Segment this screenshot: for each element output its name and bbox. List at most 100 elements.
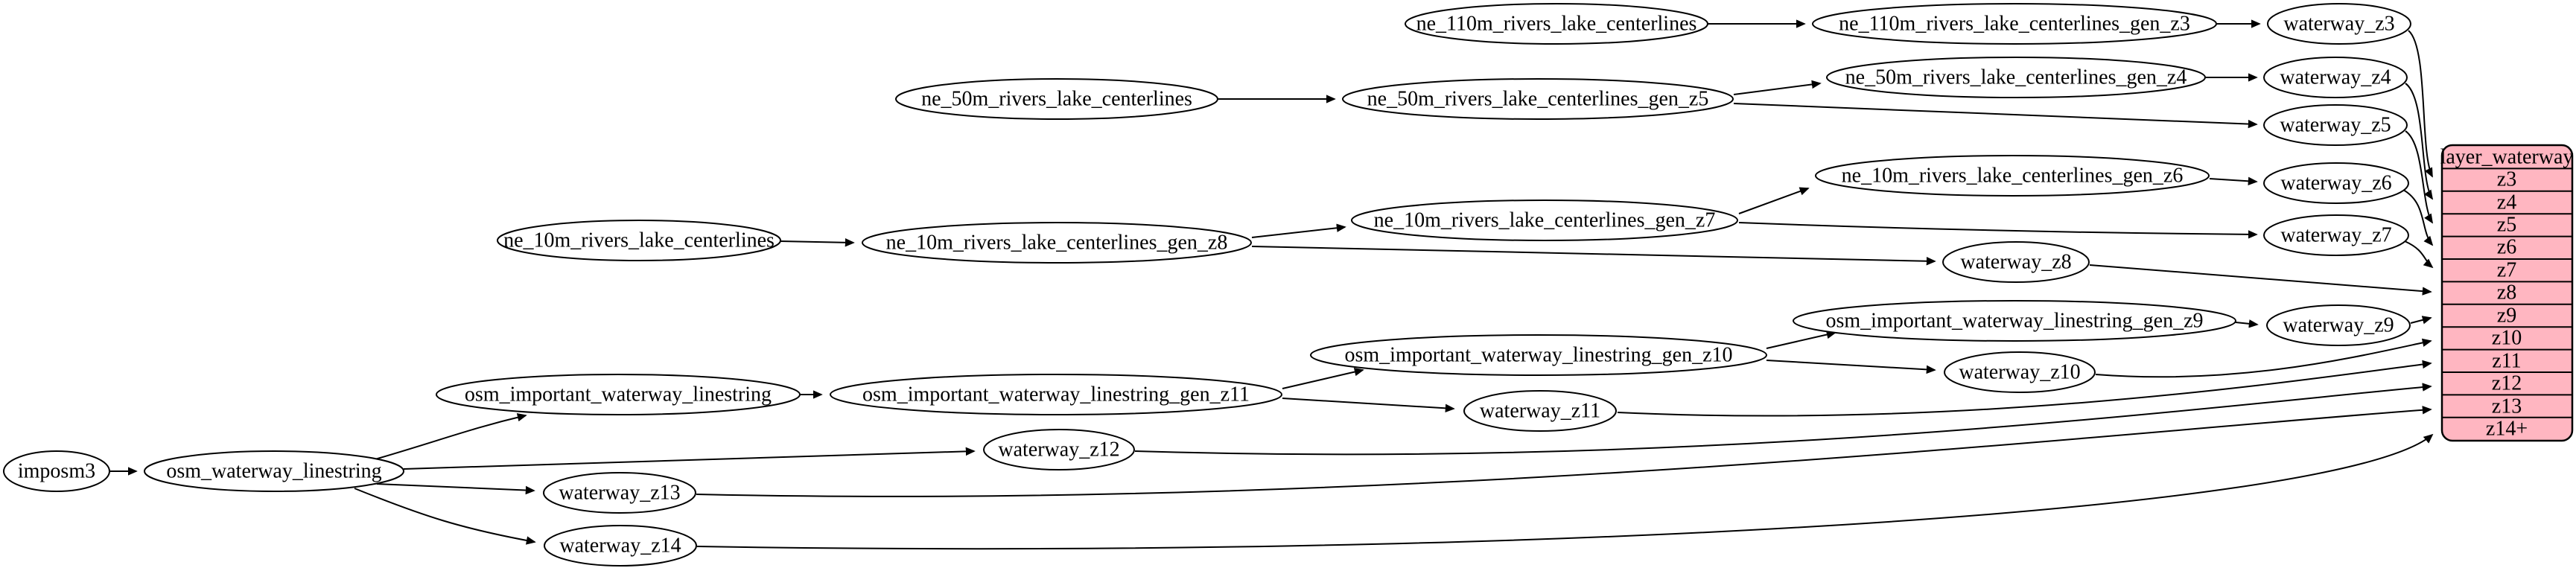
- node-ne_10m_rivers_lake_centerlines_gen_z8: ne_10m_rivers_lake_centerlines_gen_z8: [862, 222, 1252, 264]
- node-waterway_z14: waterway_z14: [544, 525, 697, 567]
- node-waterway_z6-shape: [2263, 162, 2409, 204]
- node-waterway_z13: waterway_z13: [543, 472, 696, 514]
- node-ne_10m_rivers_lake_centerlines_gen_z7: ne_10m_rivers_lake_centerlines_gen_z7: [1351, 200, 1738, 241]
- edge-waterway_z4-to-row-z4: [2405, 83, 2434, 200]
- node-osm_important_waterway_linestring_gen_z11: osm_important_waterway_linestring_gen_z1…: [830, 374, 1282, 415]
- table-row-z12: z12: [2492, 372, 2522, 395]
- table-row-z4: z4: [2497, 191, 2516, 214]
- node-ne_10m_gen_z8-label: ne_10m_rivers_lake_centerlines_gen_z8: [886, 232, 1228, 255]
- edge-gen_z9-to-waterway_z9: [2235, 319, 2259, 328]
- layer-waterway-table-title: layer_waterway: [2440, 146, 2574, 169]
- edge-waterway_z11-to-row-z11: [1617, 360, 2432, 417]
- edge-gen_z11-to-gen_z10: [1282, 367, 1364, 389]
- node-waterway_z4: waterway_z4: [2263, 57, 2408, 98]
- node-waterway_z11: waterway_z11: [1463, 390, 1617, 432]
- node-waterway_z9-label: waterway_z9: [2283, 314, 2394, 337]
- node-ne_50m_rivers_lake_centerlines: ne_50m_rivers_lake_centerlines: [895, 78, 1218, 120]
- edge-waterway_z12-to-row-z12: [1134, 383, 2432, 456]
- node-gen_z9-shape: [1793, 300, 2236, 342]
- table-row-z14plus: z14+: [2486, 418, 2528, 441]
- edge-gen_z10-to-waterway_z10: [1766, 360, 1936, 374]
- node-waterway_z13-label: waterway_z13: [559, 482, 680, 505]
- node-osm_important_waterway_linestring_gen_z10: osm_important_waterway_linestring_gen_z1…: [1310, 334, 1767, 376]
- node-waterway_z12-label: waterway_z12: [998, 438, 1119, 462]
- node-osm_important-shape: [436, 374, 801, 415]
- node-ne_110m_gen_z3-label: ne_110m_rivers_lake_centerlines_gen_z3: [1839, 13, 2190, 36]
- edge-waterway_z8-to-row-z8: [2089, 264, 2432, 296]
- layer-waterway-table-frame: [2440, 144, 2574, 442]
- node-waterway_z12-shape: [983, 429, 1135, 470]
- node-ne_10m_rivers_lake_centerlines_gen_z6: ne_10m_rivers_lake_centerlines_gen_z6: [1815, 155, 2210, 197]
- node-osm_important_waterway_linestring: osm_important_waterway_linestring: [436, 374, 801, 415]
- node-ne_50m-label: ne_50m_rivers_lake_centerlines: [921, 88, 1192, 111]
- node-waterway_z6: waterway_z6: [2263, 162, 2409, 204]
- edge-gen_z11-to-waterway_z11: [1282, 398, 1455, 413]
- node-waterway_z7: waterway_z7: [2263, 214, 2409, 256]
- node-imposm3: imposm3: [3, 450, 110, 492]
- edge-gen_z8-to-waterway_z8: [1251, 246, 1936, 266]
- edge-gen_z8-to-gen_z7: [1251, 223, 1346, 238]
- table-row-z10: z10: [2492, 327, 2522, 350]
- edge-ne_10m-to-gen_z8: [780, 238, 855, 247]
- node-waterway_z3-label: waterway_z3: [2283, 13, 2394, 36]
- node-ne_50m_rivers_lake_centerlines_gen_z4: ne_50m_rivers_lake_centerlines_gen_z4: [1826, 57, 2206, 98]
- node-ne_50m_gen_z4-label: ne_50m_rivers_lake_centerlines_gen_z4: [1845, 66, 2187, 89]
- node-gen_z10-shape: [1310, 334, 1767, 376]
- node-gen_z9-label: osm_important_waterway_linestring_gen_z9: [1826, 310, 2204, 333]
- edge-waterway_z5-to-row-z5: [2405, 130, 2433, 224]
- node-osm_waterway_linestring-label: osm_waterway_linestring: [166, 460, 381, 483]
- edge-waterway_z3-to-row-z3: [2408, 30, 2433, 178]
- node-waterway_z7-label: waterway_z7: [2280, 224, 2391, 247]
- edge-gen_z7-to-waterway_z7: [1738, 222, 2258, 239]
- node-waterway_z6-label: waterway_z6: [2280, 172, 2391, 195]
- node-waterway_z4-shape: [2263, 57, 2408, 98]
- node-ne_10m_gen_z7-label: ne_10m_rivers_lake_centerlines_gen_z7: [1374, 209, 1716, 232]
- node-gen_z10-label: osm_important_waterway_linestring_gen_z1…: [1345, 344, 1733, 367]
- node-gen_z11-label: osm_important_waterway_linestring_gen_z1…: [862, 383, 1250, 406]
- node-waterway_z9: waterway_z9: [2266, 304, 2411, 346]
- node-ne_50m_rivers_lake_centerlines_gen_z5: ne_50m_rivers_lake_centerlines_gen_z5: [1342, 78, 1734, 120]
- node-waterway_z8-shape: [1942, 241, 2090, 283]
- table-row-z6: z6: [2497, 236, 2516, 259]
- node-ne_110m_gen_z3-shape: [1812, 3, 2217, 45]
- node-ne_110m-label: ne_110m_rivers_lake_centerlines: [1416, 13, 1697, 36]
- table-row-z11: z11: [2492, 350, 2521, 373]
- node-waterway_z14-label: waterway_z14: [559, 535, 681, 558]
- edge-gen_z5-to-gen_z4: [1733, 80, 1822, 95]
- node-ne_50m_gen_z4-shape: [1826, 57, 2206, 98]
- edge-waterway_z13-to-row-z13: [696, 406, 2432, 497]
- node-ne_50m-shape: [895, 78, 1218, 120]
- edge-gen_z7-to-gen_z6: [1738, 187, 1810, 214]
- node-waterway_z7-shape: [2263, 214, 2409, 256]
- node-waterway_z5: waterway_z5: [2263, 104, 2408, 146]
- node-ne_10m_gen_z8-shape: [862, 222, 1252, 264]
- edge-osm_waterway_linestring-to-waterway_z14: [354, 488, 536, 545]
- node-ne_10m-label: ne_10m_rivers_lake_centerlines: [503, 229, 775, 252]
- node-ne_50m_gen_z5-label: ne_50m_rivers_lake_centerlines_gen_z5: [1367, 88, 1709, 111]
- node-ne_50m_gen_z5-shape: [1342, 78, 1734, 120]
- table-row-z3: z3: [2497, 168, 2516, 191]
- node-waterway_z10-label: waterway_z10: [1959, 361, 2080, 384]
- node-imposm3-shape: [3, 450, 110, 492]
- node-waterway_z5-label: waterway_z5: [2280, 114, 2391, 137]
- edge-gen_z6-to-waterway_z6: [2209, 176, 2258, 186]
- table-row-z13: z13: [2492, 395, 2522, 418]
- layer-waterway-table: layer_waterway z3 z4 z5 z6 z7 z8 z9 z10 …: [2440, 144, 2574, 442]
- node-ne_10m_rivers_lake_centerlines: ne_10m_rivers_lake_centerlines: [497, 220, 781, 261]
- node-waterway_z10: waterway_z10: [1944, 351, 2096, 393]
- edge-waterway_z6-to-row-z6: [2402, 189, 2434, 246]
- edge-layer: [109, 19, 2434, 550]
- node-waterway_z13-shape: [543, 472, 696, 514]
- node-waterway_z8: waterway_z8: [1942, 241, 2090, 283]
- edge-gen_z10-to-gen_z9: [1766, 330, 1836, 349]
- node-osm_waterway_linestring: osm_waterway_linestring: [144, 450, 404, 492]
- node-ne_10m_gen_z6-label: ne_10m_rivers_lake_centerlines_gen_z6: [1842, 165, 2184, 188]
- table-row-z8: z8: [2497, 281, 2516, 304]
- node-waterway_z5-shape: [2263, 104, 2408, 146]
- node-waterway_z11-label: waterway_z11: [1480, 400, 1600, 423]
- node-osm_important-label: osm_important_waterway_linestring: [465, 383, 772, 406]
- node-ne_110m-shape: [1405, 3, 1708, 45]
- edge-gen_z5-to-waterway_z5: [1733, 103, 2258, 129]
- edge-waterway_z14-to-row-z14: [696, 433, 2434, 550]
